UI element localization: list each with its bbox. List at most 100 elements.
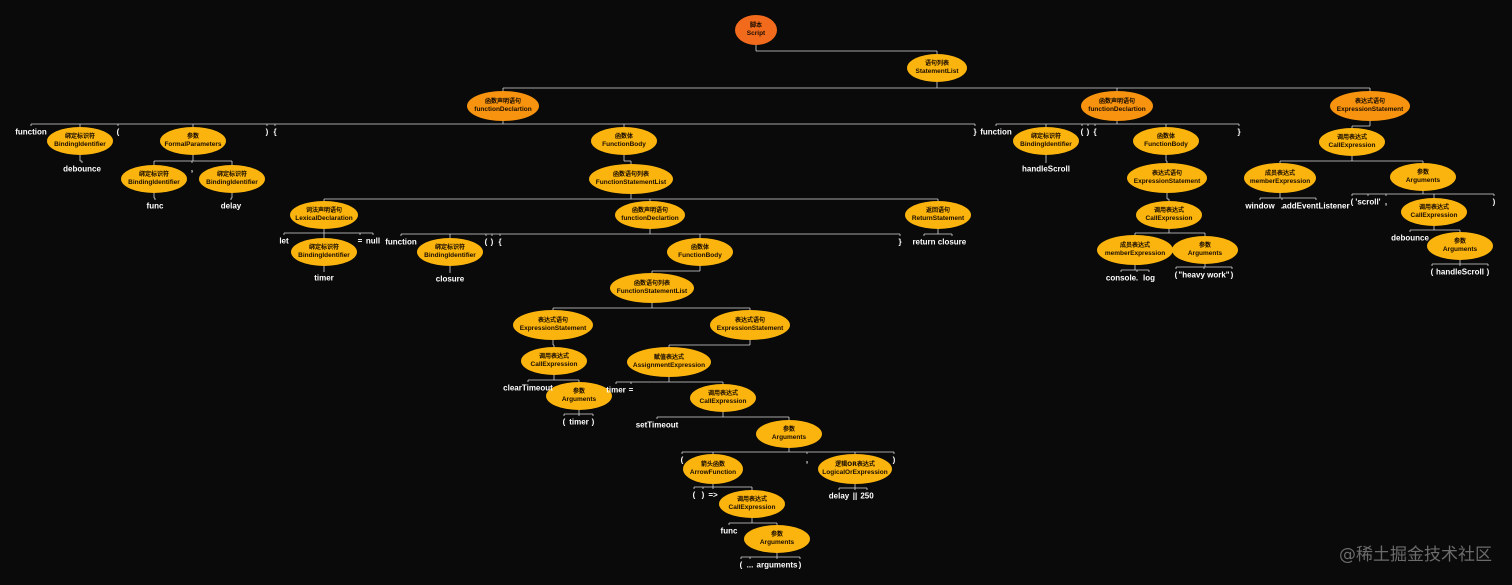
token-t42: ) [798, 560, 802, 570]
token-t23: ( [562, 417, 566, 427]
token-t5: } [973, 127, 977, 137]
token-t63: ( [1430, 267, 1434, 277]
node-label-cn: 返回语句 [925, 206, 950, 214]
token-t14: function [385, 237, 417, 247]
node-label-cn: 调用表达式 [736, 495, 767, 503]
node-label-en: CallExpression [1410, 211, 1458, 219]
token-t55: window [1245, 201, 1275, 211]
token-t57: addEventListener [1282, 201, 1350, 211]
node-label-en: FormalParameters [164, 140, 222, 148]
node-label-en: Arguments [759, 538, 795, 546]
node-label-en: BindingIdentifier [128, 178, 180, 186]
node-label-en: Arguments [1187, 249, 1223, 257]
node-label-en: memberExpression [1249, 177, 1311, 185]
node-label-en: functionDeclartion [621, 214, 679, 222]
token-t46: { [1093, 127, 1097, 137]
node-label-en: Arguments [561, 395, 597, 403]
token-t35: delay [828, 491, 850, 501]
node-label-cn: 参数 [572, 387, 585, 395]
token-t12: null [365, 236, 381, 246]
token-t41: arguments [756, 560, 798, 570]
token-t40: ... [746, 560, 754, 570]
node-label-cn: 语句列表 [924, 59, 949, 67]
token-t61: ) [1492, 197, 1496, 207]
node-label-cn: 函数语句列表 [633, 279, 670, 287]
token-t49: console [1105, 273, 1137, 283]
node-label-cn: 函数体 [614, 132, 633, 140]
node-label-en: CallExpression [1328, 141, 1376, 149]
token-t62: debounce [1391, 233, 1429, 243]
node-label-en: ExpressionStatement [1133, 177, 1201, 185]
watermark: @稀土掘金技术社区 [1339, 545, 1492, 565]
token-t29: ( [680, 455, 684, 465]
token-t18: } [898, 237, 902, 247]
node-label-en: Script [746, 29, 766, 37]
node-label-cn: 表达式语句 [537, 316, 568, 324]
node-label-cn: 绑定标识符 [1030, 132, 1061, 140]
node-label-cn: 函数体 [1156, 132, 1175, 140]
node-label-en: FunctionBody [1144, 140, 1188, 148]
node-label-cn: 调用表达式 [1336, 133, 1367, 141]
token-t2: ( [116, 127, 120, 137]
token-t54: ) [1230, 270, 1234, 280]
node-label-en: memberExpression [1104, 249, 1166, 257]
token-t15: ( [484, 237, 488, 247]
token-t25: ) [591, 417, 595, 427]
token-t30: , [805, 455, 809, 465]
token-t16: ) [490, 237, 494, 247]
node-label-cn: 函数声明语句 [1098, 97, 1135, 105]
token-t43: function [980, 127, 1012, 137]
token-t6: debounce [63, 164, 101, 174]
token-t8: func [146, 201, 164, 211]
token-t65: ) [1486, 267, 1490, 277]
node-label-cn: 参数 [1198, 241, 1211, 249]
token-t17: { [498, 237, 502, 247]
token-t20: return [912, 237, 936, 247]
node-label-cn: 调用表达式 [1153, 206, 1184, 214]
token-t51: log [1143, 273, 1155, 283]
node-label-cn: 绑定标识符 [434, 243, 465, 251]
node-label-en: ExpressionStatement [1336, 105, 1404, 113]
node-label-en: CallExpression [728, 503, 776, 511]
node-label-en: BindingIdentifier [298, 251, 350, 259]
token-t39: ( [739, 560, 743, 570]
node-label-cn: 绑定标识符 [216, 170, 247, 178]
node-label-en: functionDeclartion [1088, 105, 1146, 113]
node-label-en: CallExpression [530, 360, 578, 368]
token-t56: . [1280, 201, 1284, 211]
token-t3: ) [265, 127, 269, 137]
node-label-cn: 参数 [770, 530, 783, 538]
node-label-en: BindingIdentifier [1020, 140, 1072, 148]
node-label-en: CallExpression [1145, 214, 1193, 222]
token-t59: 'scroll' [1355, 197, 1381, 207]
token-t36: || [852, 491, 858, 501]
node-label-en: ExpressionStatement [716, 324, 784, 332]
node-label-en: BindingIdentifier [206, 178, 258, 186]
token-t64: handleScroll [1435, 267, 1485, 277]
node-label-cn: 绑定标识符 [308, 243, 339, 251]
token-t53: "heavy work" [1178, 270, 1230, 280]
token-t4: { [273, 127, 277, 137]
node-label-cn: 脚本 [749, 21, 762, 29]
node-label-en: FunctionBody [602, 140, 646, 148]
